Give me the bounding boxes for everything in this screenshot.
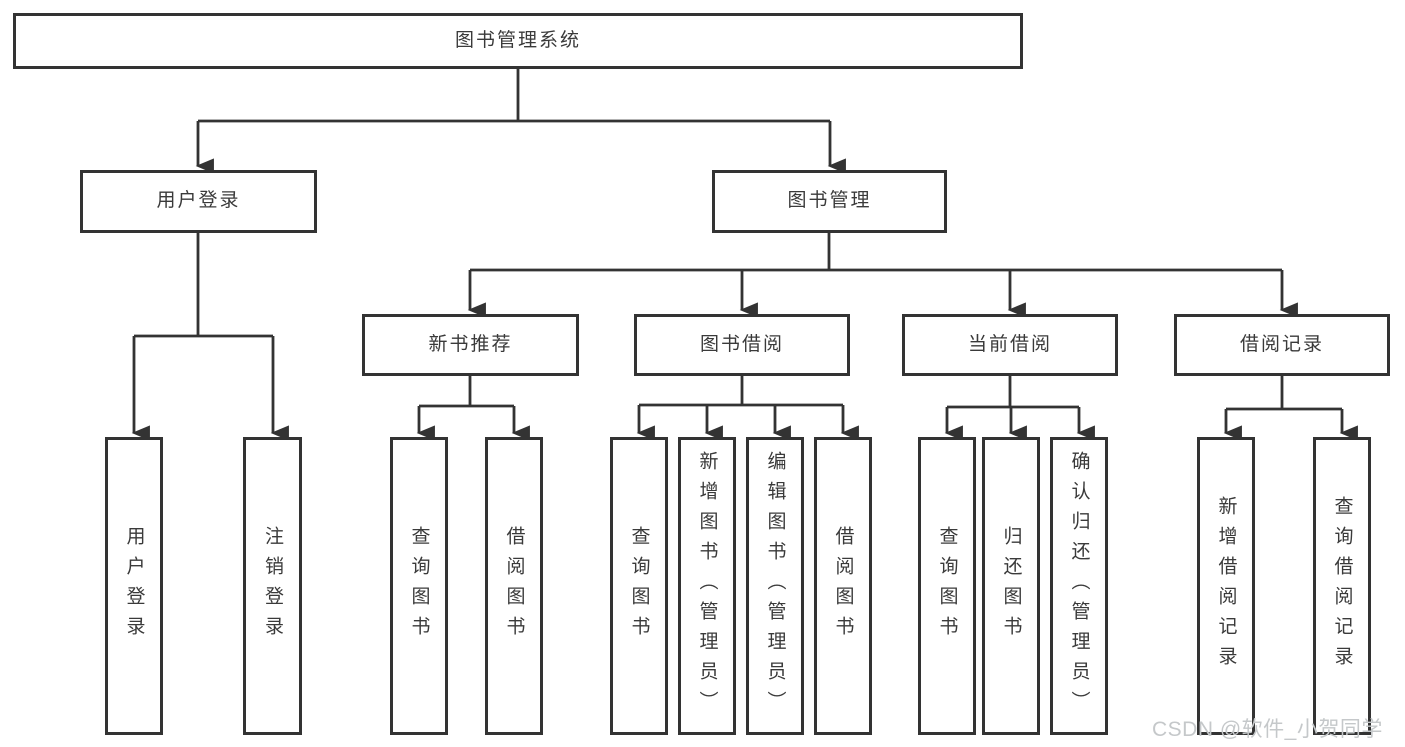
node-leaf-bb-query-books: 查询图书 [610,437,668,735]
node-leaf-bb-add-books-admin: 新增图书（管理员） [678,437,736,735]
node-leaf-bb-add-books-admin-label: 新增图书（管理员） [696,451,718,721]
node-leaf-cb-query-books-label: 查询图书 [936,526,958,646]
node-root: 图书管理系统 [13,13,1023,69]
node-leaf-br-add-record: 新增借阅记录 [1197,437,1255,735]
node-leaf-cb-confirm-return-admin: 确认归还（管理员） [1050,437,1108,735]
node-user-login-label: 用户登录 [156,190,241,212]
node-leaf-logout: 注销登录 [243,437,302,735]
node-book-borrow-label: 图书借阅 [699,333,784,355]
node-book-borrow: 图书借阅 [634,314,850,376]
node-new-book-rec-label: 新书推荐 [428,333,513,355]
node-leaf-nb-borrow-books-label: 借阅图书 [503,526,525,646]
node-book-mgmt: 图书管理 [712,170,947,233]
node-leaf-cb-return-books: 归还图书 [982,437,1040,735]
connector-new-book-rec-children [419,376,514,408]
connector-borrow-record-children [1226,376,1342,411]
node-leaf-nb-borrow-books: 借阅图书 [485,437,543,735]
csdn-watermark: CSDN @软件_小贺同学 [1152,718,1383,741]
node-leaf-br-query-record-label: 查询借阅记录 [1331,496,1353,676]
node-leaf-cb-query-books: 查询图书 [918,437,976,735]
node-leaf-user-login: 用户登录 [105,437,163,735]
node-borrow-record-label: 借阅记录 [1239,333,1324,355]
connector-root-to-level2 [198,69,830,123]
node-book-mgmt-label: 图书管理 [787,190,872,212]
node-leaf-bb-query-books-label: 查询图书 [628,526,650,646]
node-new-book-rec: 新书推荐 [362,314,579,376]
node-leaf-bb-edit-books-admin-label: 编辑图书（管理员） [764,451,786,721]
node-leaf-nb-query-books-label: 查询图书 [408,526,430,646]
connector-book-borrow-children [639,376,843,407]
node-leaf-br-add-record-label: 新增借阅记录 [1215,496,1237,676]
node-leaf-logout-label: 注销登录 [262,526,283,646]
node-leaf-cb-confirm-return-admin-label: 确认归还（管理员） [1068,451,1090,721]
node-current-borrow: 当前借阅 [902,314,1118,376]
connector-book-mgmt-children [470,233,1282,272]
node-leaf-bb-borrow-books-label: 借阅图书 [832,526,854,646]
node-leaf-user-login-label: 用户登录 [123,526,145,646]
node-user-login: 用户登录 [80,170,317,233]
node-leaf-nb-query-books: 查询图书 [390,437,448,735]
node-current-borrow-label: 当前借阅 [967,333,1052,355]
node-leaf-bb-borrow-books: 借阅图书 [814,437,872,735]
connector-user-login-children [134,233,273,338]
node-leaf-bb-edit-books-admin: 编辑图书（管理员） [746,437,804,735]
node-leaf-br-query-record: 查询借阅记录 [1313,437,1371,735]
node-root-label: 图书管理系统 [454,29,581,51]
node-leaf-cb-return-books-label: 归还图书 [1000,526,1022,646]
connector-current-borrow-children [947,376,1079,409]
node-borrow-record: 借阅记录 [1174,314,1390,376]
